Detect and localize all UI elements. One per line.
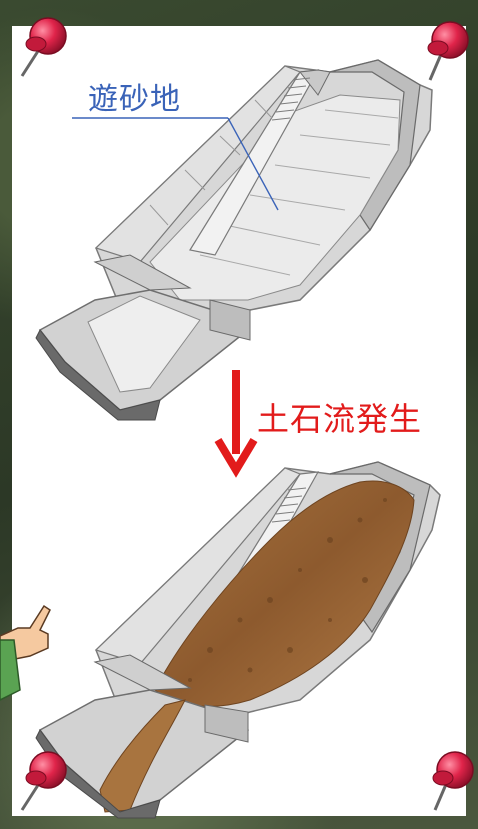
pushpin-icon — [432, 751, 474, 811]
down-arrow-icon — [214, 370, 258, 478]
check-dam-after — [35, 461, 441, 819]
pushpin-icon — [20, 751, 67, 811]
check-dam-before — [35, 59, 433, 421]
sand-basin-label: 遊砂地 — [88, 82, 181, 117]
pushpin-icon — [427, 21, 469, 81]
pointing-hand-icon — [0, 604, 51, 701]
debris-flow-label: 土石流発生 — [257, 400, 423, 438]
pushpin-icon — [20, 17, 67, 77]
label-leader-pointer — [227, 117, 279, 211]
